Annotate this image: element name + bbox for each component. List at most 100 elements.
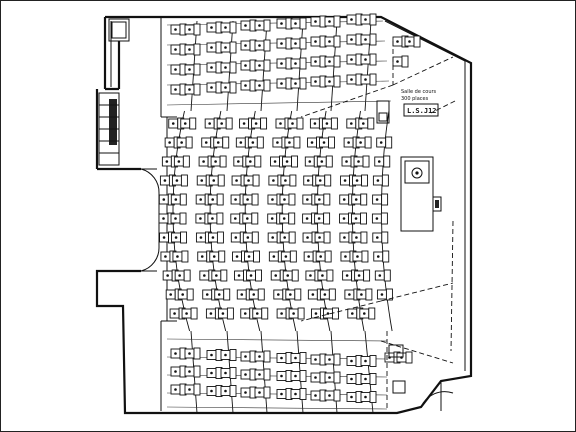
seat-mark: [239, 141, 243, 144]
desk: [229, 385, 237, 397]
room-caption-line1: Salle de cours: [401, 89, 437, 95]
seat-mark: [199, 217, 202, 220]
desk: [289, 250, 297, 263]
seat-mark: [200, 179, 204, 182]
seat-desk: [254, 386, 271, 399]
seat-desk: [184, 43, 201, 56]
desk: [229, 349, 237, 361]
seat-mark: [284, 179, 287, 182]
seat-desk: [317, 269, 334, 282]
seat-desk: [280, 250, 297, 263]
seat-mark: [204, 141, 208, 144]
seat-desk: [346, 73, 363, 86]
seat-mark: [244, 84, 247, 87]
seat-mark: [174, 352, 177, 355]
seat-mark: [350, 58, 353, 61]
seat-mark: [357, 274, 361, 277]
desk: [260, 117, 268, 130]
seat-mark: [212, 179, 216, 182]
seat-mark: [244, 373, 247, 376]
seat-mark: [243, 312, 247, 315]
seat-desk: [214, 288, 231, 301]
seat-mark: [294, 82, 297, 85]
seat-mark: [235, 179, 238, 182]
seat-desk: [206, 41, 223, 54]
seat-desk: [324, 75, 341, 88]
seat-desk: [172, 250, 189, 263]
seat-desk: [208, 174, 225, 187]
seat-mark: [174, 217, 177, 220]
seat-desk: [206, 81, 223, 94]
seat-desk: [206, 61, 223, 74]
seat-mark: [249, 274, 253, 277]
seat-mark: [199, 236, 203, 239]
seat-mark: [188, 68, 191, 71]
seat-desk: [244, 250, 260, 263]
seat-mark: [343, 236, 346, 239]
desk: [179, 212, 187, 225]
seat-desk: [310, 353, 327, 366]
seat-mark: [376, 255, 380, 258]
seat-desk: [248, 288, 265, 301]
desk: [288, 212, 296, 225]
seat-desk: [279, 231, 296, 244]
desk: [326, 269, 334, 282]
seat-mark: [285, 160, 289, 163]
seat-mark: [364, 395, 367, 399]
seat-desk: [184, 383, 201, 396]
desk: [328, 288, 336, 301]
room-code: L.S.J12: [407, 107, 437, 115]
desk: [333, 55, 341, 68]
seat-desk: [355, 136, 372, 149]
seat-mark: [246, 217, 249, 220]
desk: [369, 33, 377, 46]
desk: [216, 193, 224, 206]
seat-mark: [311, 293, 315, 296]
seat-mark: [258, 391, 261, 394]
desk: [263, 59, 271, 72]
seat-mark: [328, 394, 331, 397]
seat-mark: [249, 160, 252, 163]
seat-mark: [396, 60, 399, 63]
desk: [193, 347, 201, 360]
seat-desk: [206, 385, 223, 397]
seat-desk: [324, 389, 341, 402]
seat-desk: [242, 193, 259, 206]
seat-mark: [364, 18, 367, 21]
seat-mark: [203, 274, 206, 277]
desk: [383, 269, 391, 282]
seat-desk: [359, 307, 376, 320]
seat-mark: [224, 26, 227, 29]
desk: [297, 307, 305, 320]
seat-desk: [360, 13, 377, 26]
seat-mark: [258, 44, 261, 47]
seat-mark: [294, 374, 297, 378]
seat-desk: [245, 155, 262, 168]
seat-mark: [252, 293, 256, 296]
desk: [333, 35, 341, 48]
seat-mark: [258, 64, 261, 67]
seat-desk: [373, 250, 390, 263]
seat-desk: [170, 193, 187, 206]
desk: [333, 15, 341, 28]
seat-mark: [162, 217, 165, 220]
seat-mark: [188, 48, 191, 51]
seat-desk: [314, 231, 331, 244]
outer-walls: [95, 15, 473, 415]
seat-desk: [252, 307, 269, 320]
seat-desk: [276, 352, 293, 364]
seat-mark: [325, 122, 329, 125]
desk: [360, 231, 368, 244]
desk: [291, 269, 299, 282]
seat-mark: [188, 352, 191, 355]
seat-desk: [170, 383, 187, 396]
desk: [369, 355, 377, 367]
seat-mark: [271, 198, 274, 201]
seat-mark: [188, 88, 191, 91]
desk: [193, 365, 201, 378]
desk: [288, 193, 296, 206]
seat-mark: [188, 28, 191, 31]
seat-mark: [375, 217, 379, 220]
seat-mark: [326, 312, 330, 315]
